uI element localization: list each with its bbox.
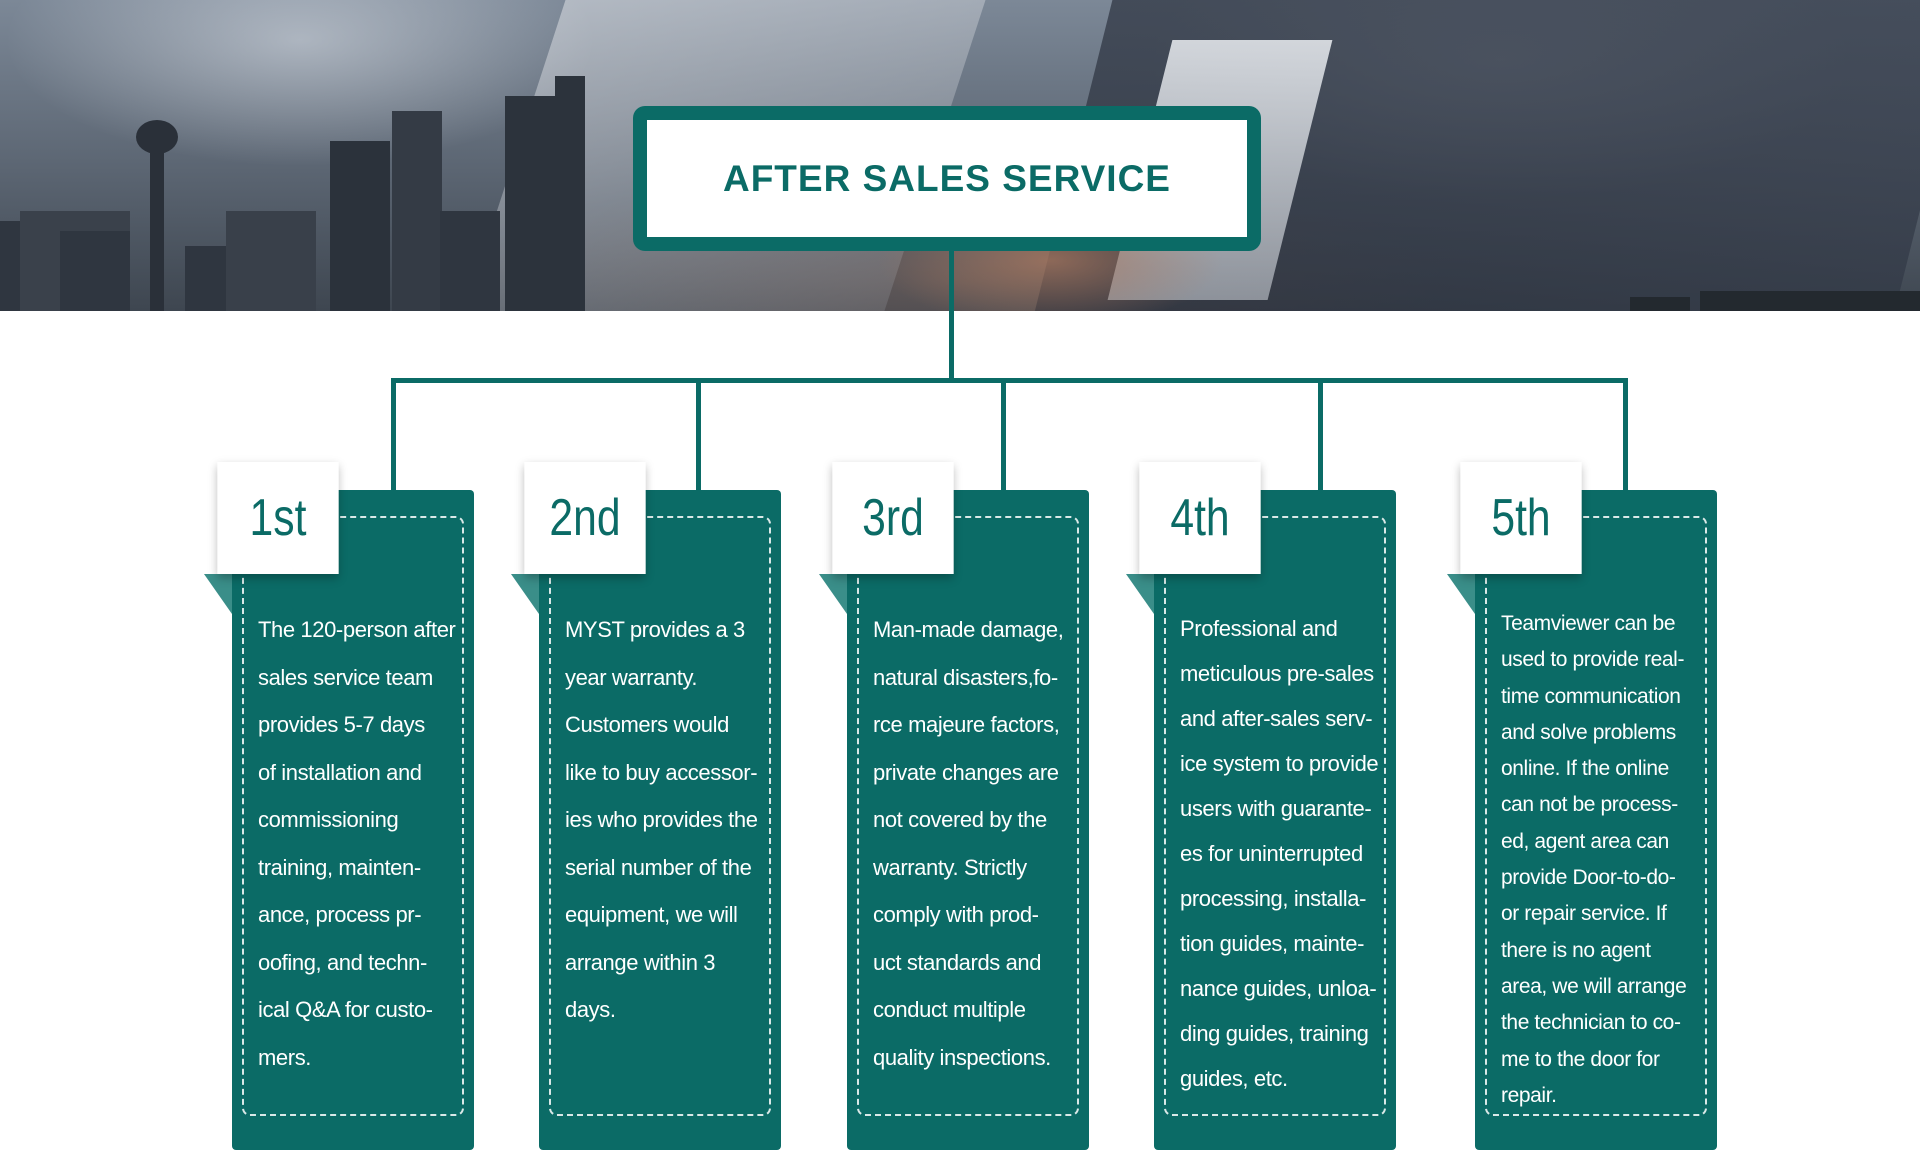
- step-label: 3rd: [862, 489, 924, 547]
- connector-branch-1: [391, 378, 396, 490]
- connector-branch-3: [1001, 378, 1006, 490]
- step-description: The 120-person after sales service team …: [258, 617, 456, 1070]
- step-description: MYST provides a 3 year warranty. Custome…: [565, 617, 758, 1022]
- step-card-dashed-border: [1485, 516, 1707, 1116]
- connector-branch-4: [1318, 378, 1323, 490]
- step-description: Man-made damage, natural disasters,fo- r…: [873, 617, 1064, 1070]
- step-label: 2nd: [549, 489, 621, 547]
- step-label-tab: 3rd: [832, 462, 954, 574]
- step-label: 1st: [249, 489, 307, 547]
- step-label-tab: 4th: [1139, 462, 1261, 574]
- step-card-dashed-border: [857, 516, 1079, 1116]
- step-card-body: [1154, 490, 1396, 1150]
- step-card-3: 3rd Man-made damage, natural disasters,f…: [819, 462, 1089, 1150]
- title-box: AFTER SALES SERVICE: [633, 106, 1261, 251]
- city-skyline: [0, 0, 1920, 311]
- step-tab-fold: [1126, 574, 1154, 614]
- step-card-4: 4th Professional and meticulous pre-sale…: [1126, 462, 1396, 1150]
- step-label: 4th: [1170, 489, 1230, 547]
- step-label-tab: 5th: [1460, 462, 1582, 574]
- step-card-dashed-border: [549, 516, 771, 1116]
- step-card-dashed-border: [1164, 516, 1386, 1116]
- connector-branch-2: [696, 378, 701, 490]
- step-tab-fold: [204, 574, 232, 614]
- step-card-2: 2nd MYST provides a 3 year warranty. Cus…: [511, 462, 781, 1150]
- connector-trunk: [949, 251, 954, 381]
- step-description: Teamviewer can be used to provide real- …: [1501, 612, 1687, 1107]
- connector-branch-5: [1623, 378, 1628, 490]
- connector-horizontal: [391, 378, 1628, 383]
- step-card-dashed-border: [242, 516, 464, 1116]
- step-tab-fold: [819, 574, 847, 614]
- step-tab-fold: [511, 574, 539, 614]
- step-card-5: 5th Teamviewer can be used to provide re…: [1447, 462, 1717, 1150]
- step-card-body: [1475, 490, 1717, 1150]
- page-title: AFTER SALES SERVICE: [647, 120, 1247, 237]
- step-description: Professional and meticulous pre-sales an…: [1180, 616, 1379, 1091]
- step-label-tab: 1st: [217, 462, 339, 574]
- step-label-tab: 2nd: [524, 462, 646, 574]
- step-tab-fold: [1447, 574, 1475, 614]
- step-card-1: 1st The 120-person after sales service t…: [204, 462, 474, 1150]
- step-label: 5th: [1491, 489, 1551, 547]
- step-card-body: [232, 490, 474, 1150]
- step-card-body: [847, 490, 1089, 1150]
- step-card-body: [539, 490, 781, 1150]
